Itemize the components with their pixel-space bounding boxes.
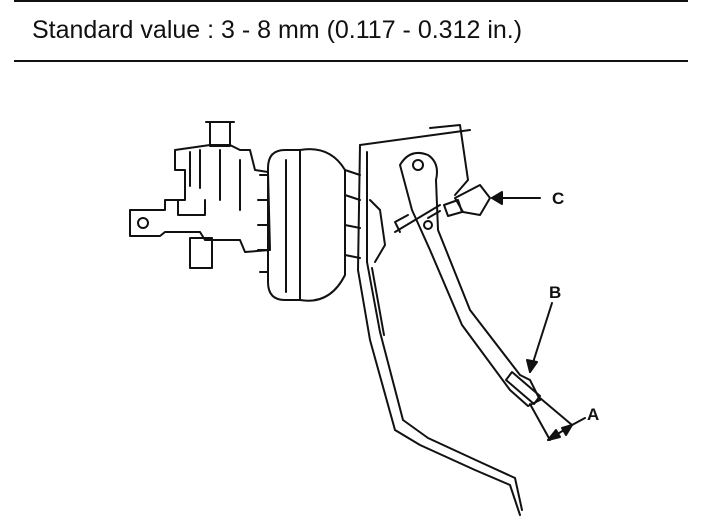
callout-c-leader xyxy=(491,191,541,205)
spec-header: Standard value : 3 - 8 mm (0.117 - 0.312… xyxy=(14,0,688,62)
firewall-panel xyxy=(357,124,523,516)
callout-b-leader xyxy=(526,302,553,373)
stop-lamp-switch xyxy=(427,184,491,219)
standard-value-text: Standard value : 3 - 8 mm (0.117 - 0.312… xyxy=(32,16,523,44)
callout-b-label: B xyxy=(549,283,561,302)
dimension-a xyxy=(529,397,586,441)
brake-booster xyxy=(257,148,361,302)
master-cylinder xyxy=(129,121,271,269)
callout-c-label: C xyxy=(552,189,564,208)
callout-a-label: A xyxy=(587,405,599,424)
